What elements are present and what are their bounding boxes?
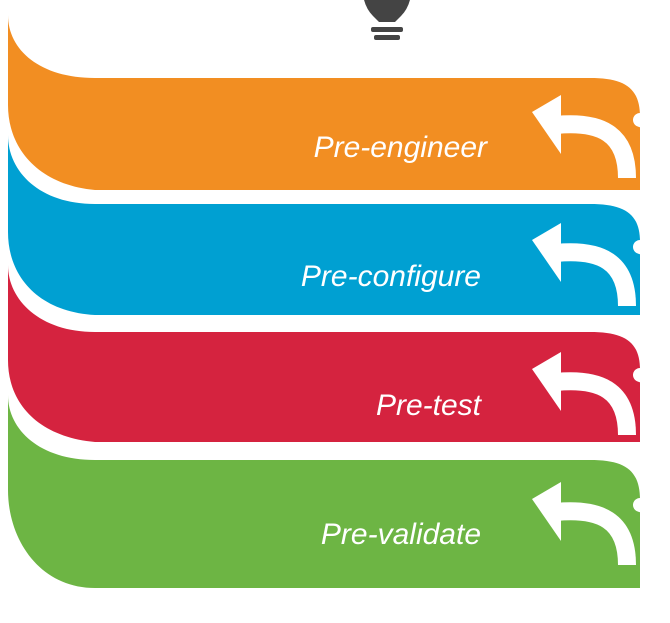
step-band-pre-test: Pre-test (8, 265, 668, 462)
step-label-pre-test: Pre-test (376, 389, 483, 422)
step-label-pre-configure: Pre-configure (301, 260, 481, 293)
step-label-pre-validate: Pre-validate (321, 518, 481, 551)
undo-arrow-icon (532, 223, 636, 307)
step-band-pre-configure: Pre-configure (8, 135, 668, 334)
lightbulb-icon (364, 0, 410, 40)
undo-arrow-icon (532, 352, 636, 436)
step-label-pre-engineer: Pre-engineer (314, 131, 488, 164)
undo-arrow-icon (532, 95, 636, 179)
undo-arrow-icon (532, 482, 636, 566)
step-band-pre-validate: Pre-validate (8, 395, 668, 602)
step-band-pre-engineer: Pre-engineer (8, 15, 668, 207)
